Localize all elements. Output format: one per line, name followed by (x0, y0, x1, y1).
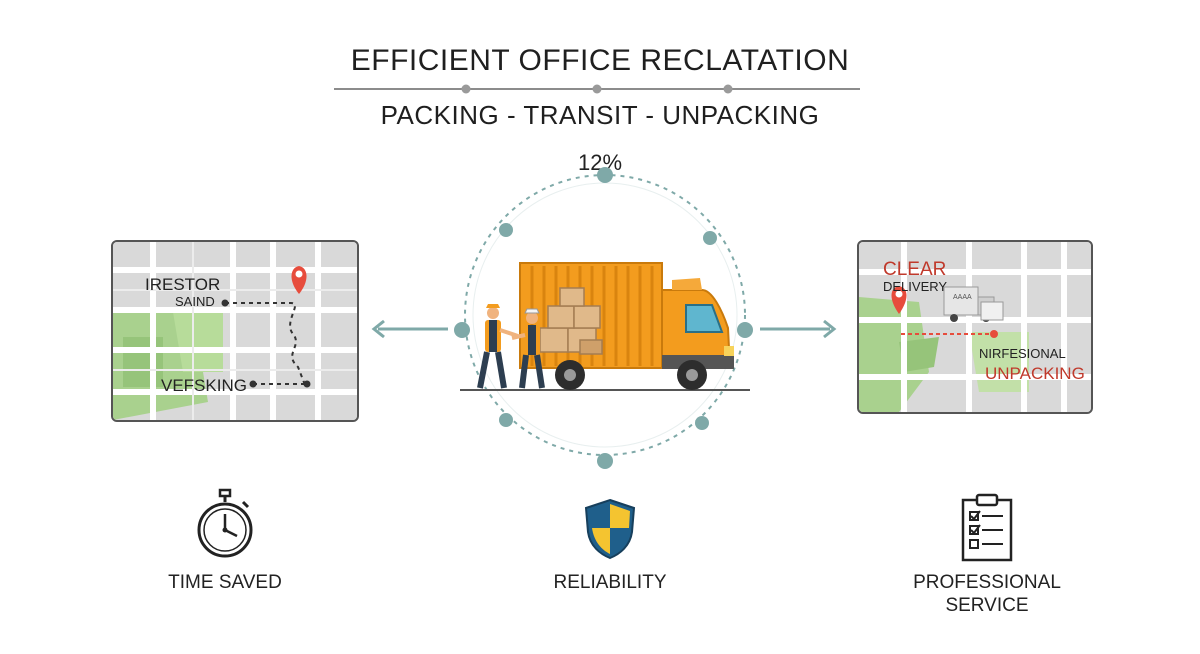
origin-map-label-top: IRESTOR (145, 275, 221, 294)
origin-map-panel: IRESTOR SAIND VEFSKING (111, 240, 359, 422)
destination-map-label-sub: DELIVERY (883, 279, 948, 294)
destination-map-label-bottom: UNPACKING (985, 364, 1085, 383)
feature-reliability: RELIABILITY (535, 498, 685, 594)
feature-time-saved: TIME SAVED (150, 488, 300, 594)
shield-icon (584, 498, 636, 560)
clipboard-checklist-icon (961, 493, 1013, 562)
destination-map-graphic (859, 242, 1091, 412)
page-title: EFFICIENT OFFICE RECLATATION (350, 44, 850, 77)
origin-map-graphic (113, 242, 357, 420)
feature-time-saved-label: TIME SAVED (168, 572, 282, 593)
feature-professional-service: PROFESSIONAL SERVICE (912, 492, 1062, 617)
destination-van-label: AAAA (953, 294, 972, 301)
transit-ring-graphic (454, 167, 753, 469)
worker-left-figure (477, 304, 519, 389)
destination-map-label-mid: NIRFESIONAL (979, 346, 1066, 361)
stopwatch-icon (197, 488, 253, 558)
feature-professional-label-line2: SERVICE (945, 595, 1029, 616)
worker-right-figure (511, 308, 545, 389)
destination-map-panel: CLEAR DELIVERY AAAA NIRFESIONAL UNPACKIN… (857, 240, 1093, 414)
title-divider (334, 84, 860, 94)
page-subtitle: PACKING - TRANSIT - UNPACKING (380, 100, 820, 130)
destination-map-label-top: CLEAR (883, 259, 947, 280)
arrow-right-icon (760, 319, 837, 339)
arrow-left-icon (371, 319, 448, 339)
feature-reliability-label: RELIABILITY (553, 572, 667, 593)
feature-professional-label-line1: PROFESSIONAL (913, 572, 1061, 593)
origin-map-label-sub: SAIND (175, 294, 215, 309)
delivery-van-icon (943, 286, 1004, 322)
origin-map-label-bottom: VEFSKING (161, 376, 247, 395)
